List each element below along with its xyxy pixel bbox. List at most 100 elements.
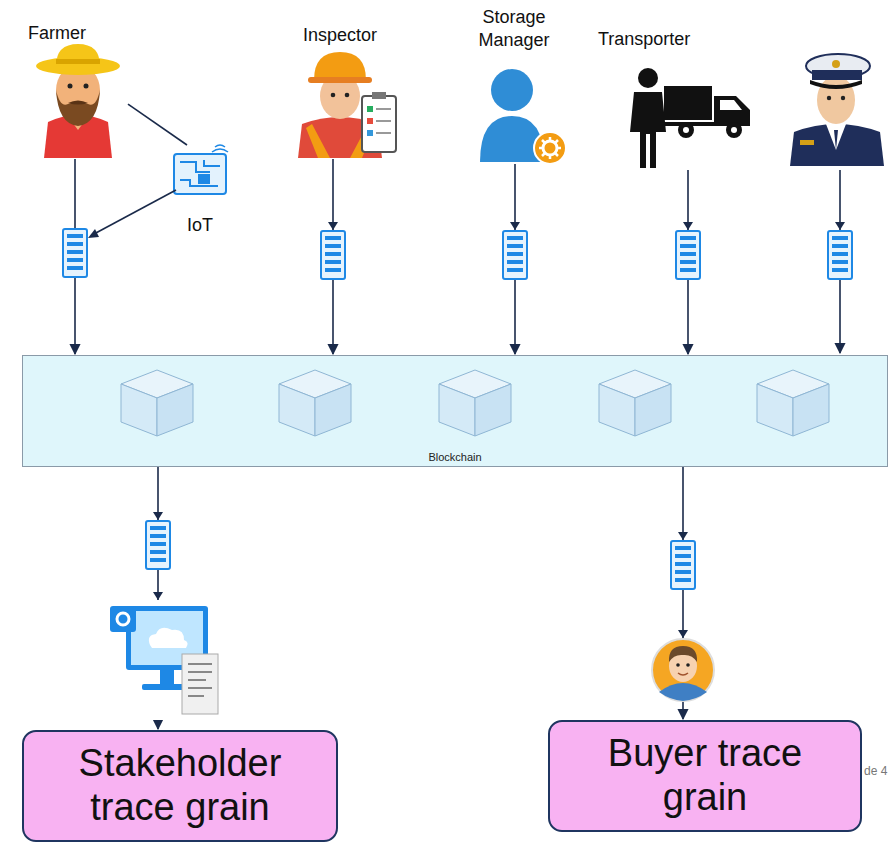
farmer-figure bbox=[56, 90, 100, 126]
computer-icon bbox=[108, 600, 222, 720]
inspector-figure bbox=[331, 93, 336, 98]
manager-figure bbox=[534, 132, 566, 164]
buyer-avatar bbox=[678, 673, 688, 675]
computer-icon bbox=[160, 670, 174, 684]
block-cube bbox=[599, 384, 635, 436]
node-label: Storage Manager bbox=[466, 6, 562, 53]
node-label: Inspector bbox=[303, 24, 377, 47]
blockchain-band: Blockchain bbox=[22, 355, 888, 467]
computer-icon bbox=[110, 606, 136, 632]
actor-figure: Transporter bbox=[598, 28, 754, 170]
farmer-figure bbox=[56, 44, 100, 66]
arrow-head bbox=[683, 222, 693, 230]
document-icon bbox=[671, 541, 695, 589]
computer-icon bbox=[188, 664, 212, 696]
block-cube bbox=[475, 384, 511, 436]
actor-figure: Farmer bbox=[28, 22, 128, 159]
iot-chip bbox=[198, 174, 210, 184]
iot-chip bbox=[174, 154, 226, 194]
transporter-figure bbox=[731, 127, 737, 133]
transporter-figure bbox=[630, 68, 750, 168]
computer-icon bbox=[149, 628, 188, 648]
farmer-figure bbox=[68, 84, 73, 89]
iot-chip bbox=[212, 145, 228, 152]
transporter-figure bbox=[726, 122, 742, 138]
arrow-head bbox=[510, 222, 520, 230]
node-label: Transporter bbox=[598, 28, 690, 51]
computer-icon bbox=[182, 654, 218, 714]
manager-figure bbox=[480, 116, 544, 162]
officer-figure bbox=[812, 70, 862, 80]
computer-icon bbox=[117, 613, 129, 625]
inspector-figure bbox=[367, 106, 373, 112]
officer-figure bbox=[827, 96, 831, 100]
transporter-figure bbox=[720, 100, 742, 110]
arrow-head bbox=[835, 222, 845, 230]
manager-figure bbox=[480, 69, 566, 164]
officer-figure bbox=[810, 80, 862, 89]
iot-chip bbox=[180, 160, 220, 186]
document-icon bbox=[503, 231, 527, 279]
inspector-figure bbox=[376, 132, 391, 134]
block-cube bbox=[793, 384, 829, 436]
buyer-avatar bbox=[652, 639, 714, 701]
iot-device: IoT bbox=[165, 145, 235, 237]
inspector-figure bbox=[376, 108, 391, 110]
officer-figure bbox=[834, 130, 838, 150]
iot-chip bbox=[174, 145, 228, 194]
transporter-figure bbox=[664, 86, 712, 120]
buyer-avatar bbox=[686, 663, 690, 667]
officer-figure bbox=[790, 54, 884, 166]
inspector-figure bbox=[298, 52, 396, 158]
iot-arrow bbox=[94, 190, 176, 234]
arrow-head bbox=[153, 512, 163, 520]
buyer-avatar bbox=[652, 639, 714, 701]
arrow-head bbox=[328, 222, 338, 230]
inspector-figure bbox=[314, 52, 366, 80]
block-cube bbox=[599, 370, 671, 436]
inspector-figure bbox=[367, 118, 373, 124]
actor-figure: Inspector bbox=[285, 24, 395, 159]
block-cube bbox=[157, 384, 193, 436]
iot-arrow bbox=[88, 190, 176, 238]
officer-figure bbox=[841, 96, 845, 100]
farmer-figure bbox=[56, 59, 100, 64]
farmer-figure bbox=[36, 44, 120, 158]
document-icon bbox=[676, 231, 700, 279]
transporter-figure bbox=[683, 127, 689, 133]
output-box: Buyer trace grain bbox=[548, 720, 862, 832]
transporter-figure bbox=[630, 92, 666, 168]
block-cube bbox=[757, 370, 829, 436]
node-label: Farmer bbox=[28, 22, 86, 45]
buyer-avatar bbox=[659, 683, 707, 701]
block-cube bbox=[439, 370, 511, 436]
iot-arrow bbox=[88, 229, 99, 238]
inspector-figure bbox=[367, 130, 373, 136]
block-cube bbox=[121, 384, 157, 436]
block-cube bbox=[315, 384, 351, 436]
slide-number: de 4 bbox=[864, 764, 887, 778]
block-cube bbox=[279, 370, 351, 436]
officer-figure bbox=[817, 76, 855, 124]
arrow-head bbox=[678, 630, 688, 638]
node-label: Buyer trace grain bbox=[568, 732, 842, 819]
transporter-figure bbox=[714, 96, 750, 124]
block-cube bbox=[279, 384, 315, 436]
arrow-head bbox=[678, 532, 688, 540]
farmer-figure bbox=[68, 101, 88, 105]
node-label: IoT bbox=[187, 215, 213, 237]
farmer-figure bbox=[84, 84, 89, 89]
block-cube bbox=[439, 384, 475, 436]
inspector-figure bbox=[372, 92, 386, 99]
buyer-avatar bbox=[669, 646, 697, 662]
block-cube bbox=[635, 384, 671, 436]
computer-icon bbox=[108, 600, 222, 720]
actor-figure: Storage Manager bbox=[466, 6, 562, 164]
connector bbox=[128, 104, 187, 145]
document-icon bbox=[828, 231, 852, 279]
node-label: Blockchain bbox=[425, 451, 484, 463]
transporter-figure bbox=[678, 122, 694, 138]
buyer-avatar bbox=[676, 663, 680, 667]
officer-figure bbox=[826, 124, 846, 150]
document-icon bbox=[146, 521, 170, 569]
